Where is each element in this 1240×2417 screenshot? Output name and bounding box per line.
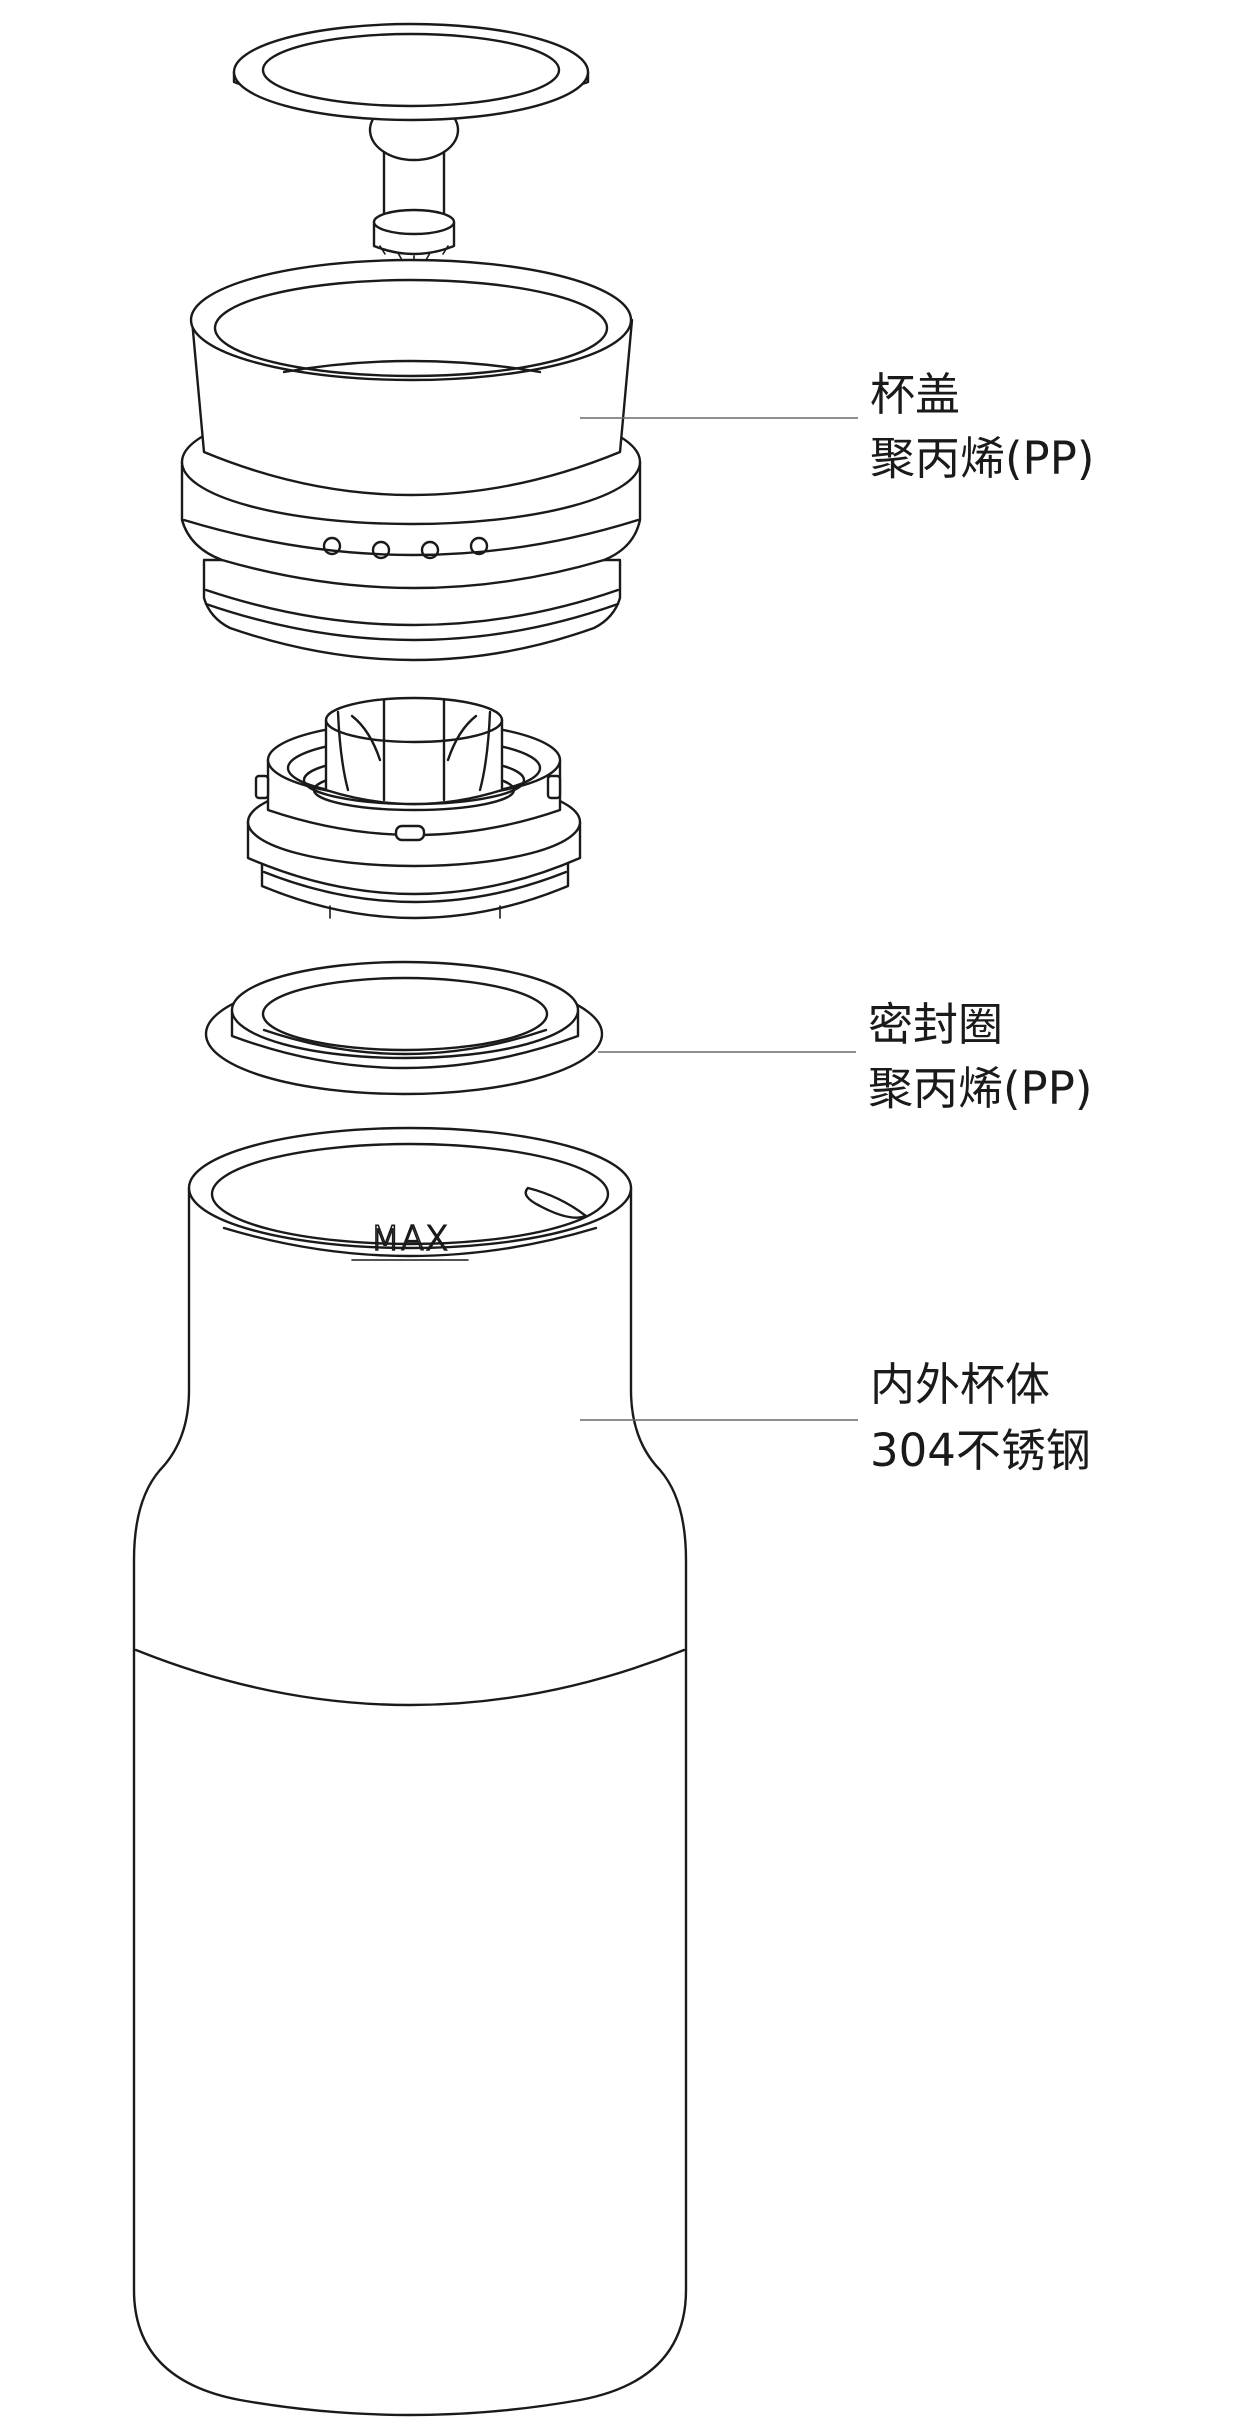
push-button-part [232, 22, 590, 263]
callout-lid-line1: 杯盖 [870, 368, 960, 421]
callout-body: 内外杯体 304不锈钢 [870, 1358, 1091, 1477]
callout-lid-line2: 聚丙烯(PP) [870, 432, 1094, 485]
bottle-body-part: MAX [132, 1126, 688, 2417]
max-marking: MAX [371, 1219, 450, 1259]
lid-part [180, 258, 642, 662]
callout-seal-line2: 聚丙烯(PP) [868, 1062, 1092, 1115]
valve-part [246, 696, 582, 920]
callout-seal: 密封圈 聚丙烯(PP) [868, 998, 1092, 1115]
callout-lid: 杯盖 聚丙烯(PP) [870, 368, 1094, 485]
callout-body-line1: 内外杯体 [870, 1358, 1050, 1411]
callout-seal-line1: 密封圈 [868, 998, 1003, 1051]
seal-ring-part [204, 960, 604, 1096]
callout-body-line2: 304不锈钢 [870, 1424, 1091, 1477]
